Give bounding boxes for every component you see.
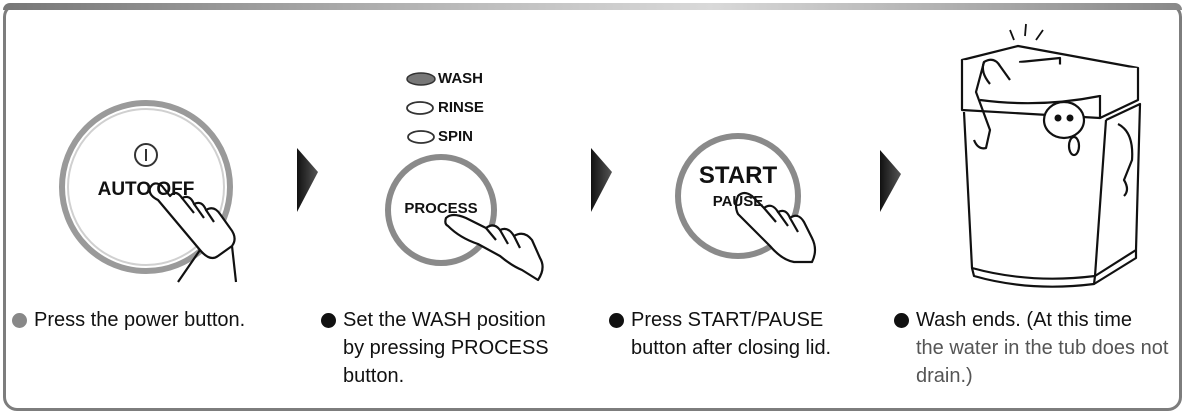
step-1-caption: Press the power button. (12, 306, 292, 334)
rinse-led-icon (406, 101, 434, 115)
step-2-text-rest: by pressing PROCESS button. (343, 337, 549, 387)
pointing-hand-icon (734, 191, 817, 264)
step-3-text-line1: Press START/PAUSE (631, 309, 824, 331)
next-arrow-icon (297, 148, 318, 212)
washing-machine-icon (960, 23, 1142, 288)
step-2-text-line1: Set the WASH position (343, 309, 546, 331)
rinse-led-label: RINSE (438, 99, 484, 116)
spin-led-icon (407, 130, 435, 144)
bullet-icon (609, 313, 624, 328)
step-4-caption: Wash ends. (At this time the water in th… (894, 306, 1180, 390)
wash-led-label: WASH (438, 70, 483, 87)
wash-led-icon (406, 72, 436, 86)
face-icon (1042, 100, 1086, 157)
power-icon (134, 143, 158, 167)
bullet-icon (12, 313, 27, 328)
bullet-icon (894, 313, 909, 328)
next-arrow-icon (880, 150, 901, 212)
bullet-icon (321, 313, 336, 328)
spin-led-label: SPIN (438, 128, 474, 145)
step-4-text-line1: Wash ends. (At this time (916, 309, 1132, 331)
step-2-caption: Set the WASH position by pressing PROCES… (321, 306, 591, 390)
next-arrow-icon (591, 148, 612, 212)
start-button-label: START (698, 162, 778, 189)
process-button-label: PROCESS (404, 200, 478, 217)
step-3-caption: Press START/PAUSE button after closing l… (609, 306, 879, 362)
step-1-text: Press the power button. (34, 309, 246, 331)
step-4-text-rest: the water in the tub does not drain.) (916, 337, 1169, 387)
pointing-hand-icon (148, 182, 238, 283)
auto-off-label: AUTO OFF (97, 179, 195, 200)
step-3-text-rest: button after closing lid. (631, 337, 832, 359)
pointing-hand-icon (444, 213, 544, 282)
pause-button-label: PAUSE (712, 193, 764, 210)
